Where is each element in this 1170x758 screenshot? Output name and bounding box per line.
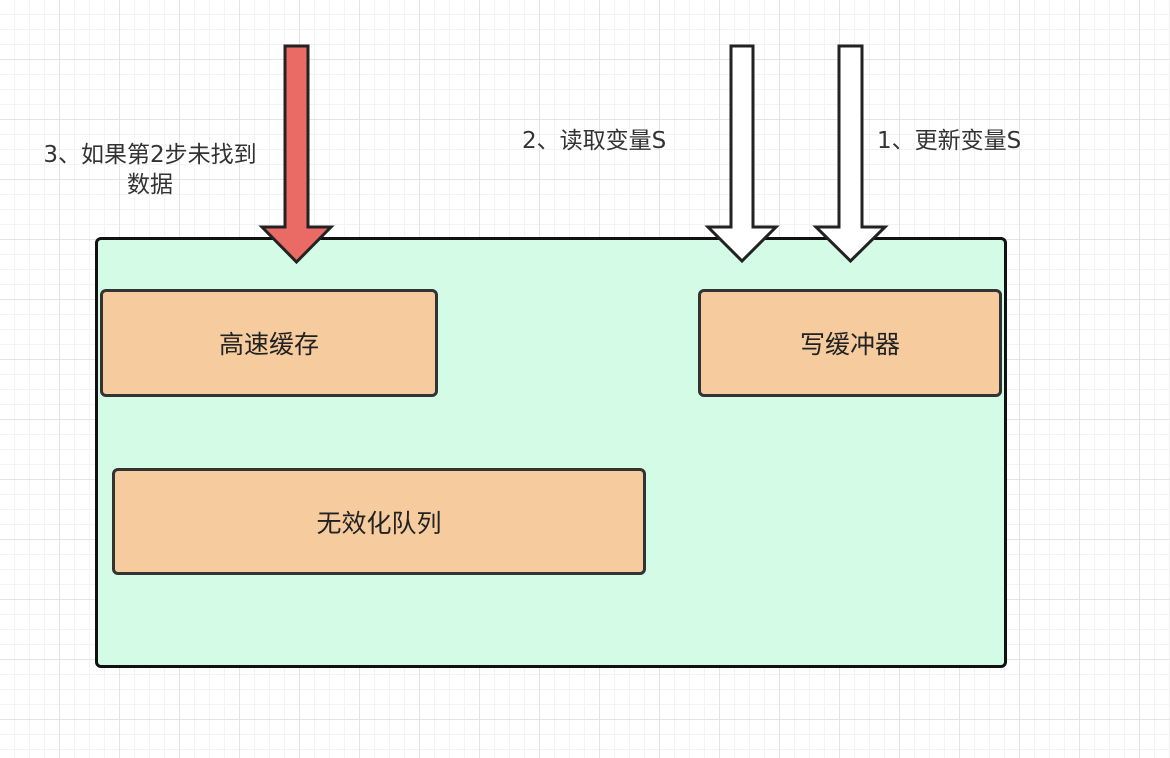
cache-block: 高速缓存: [100, 289, 438, 397]
cache-label: 高速缓存: [218, 330, 319, 359]
step3-label: 3、如果第2步未找到数据: [43, 142, 257, 198]
write-buffer-block: 写缓冲器: [698, 289, 1002, 397]
update-arrow: [812, 44, 889, 264]
invalidate-queue-block: 无效化队列: [112, 468, 646, 575]
write-buffer-label: 写缓冲器: [799, 330, 900, 359]
cache-lookup-arrow: [258, 44, 335, 265]
invalidate-queue-label: 无效化队列: [316, 508, 442, 538]
read-arrow: [704, 44, 780, 264]
step2-label: 2、读取变量S: [522, 128, 667, 154]
step1-label: 1、更新变量S: [877, 128, 1022, 154]
